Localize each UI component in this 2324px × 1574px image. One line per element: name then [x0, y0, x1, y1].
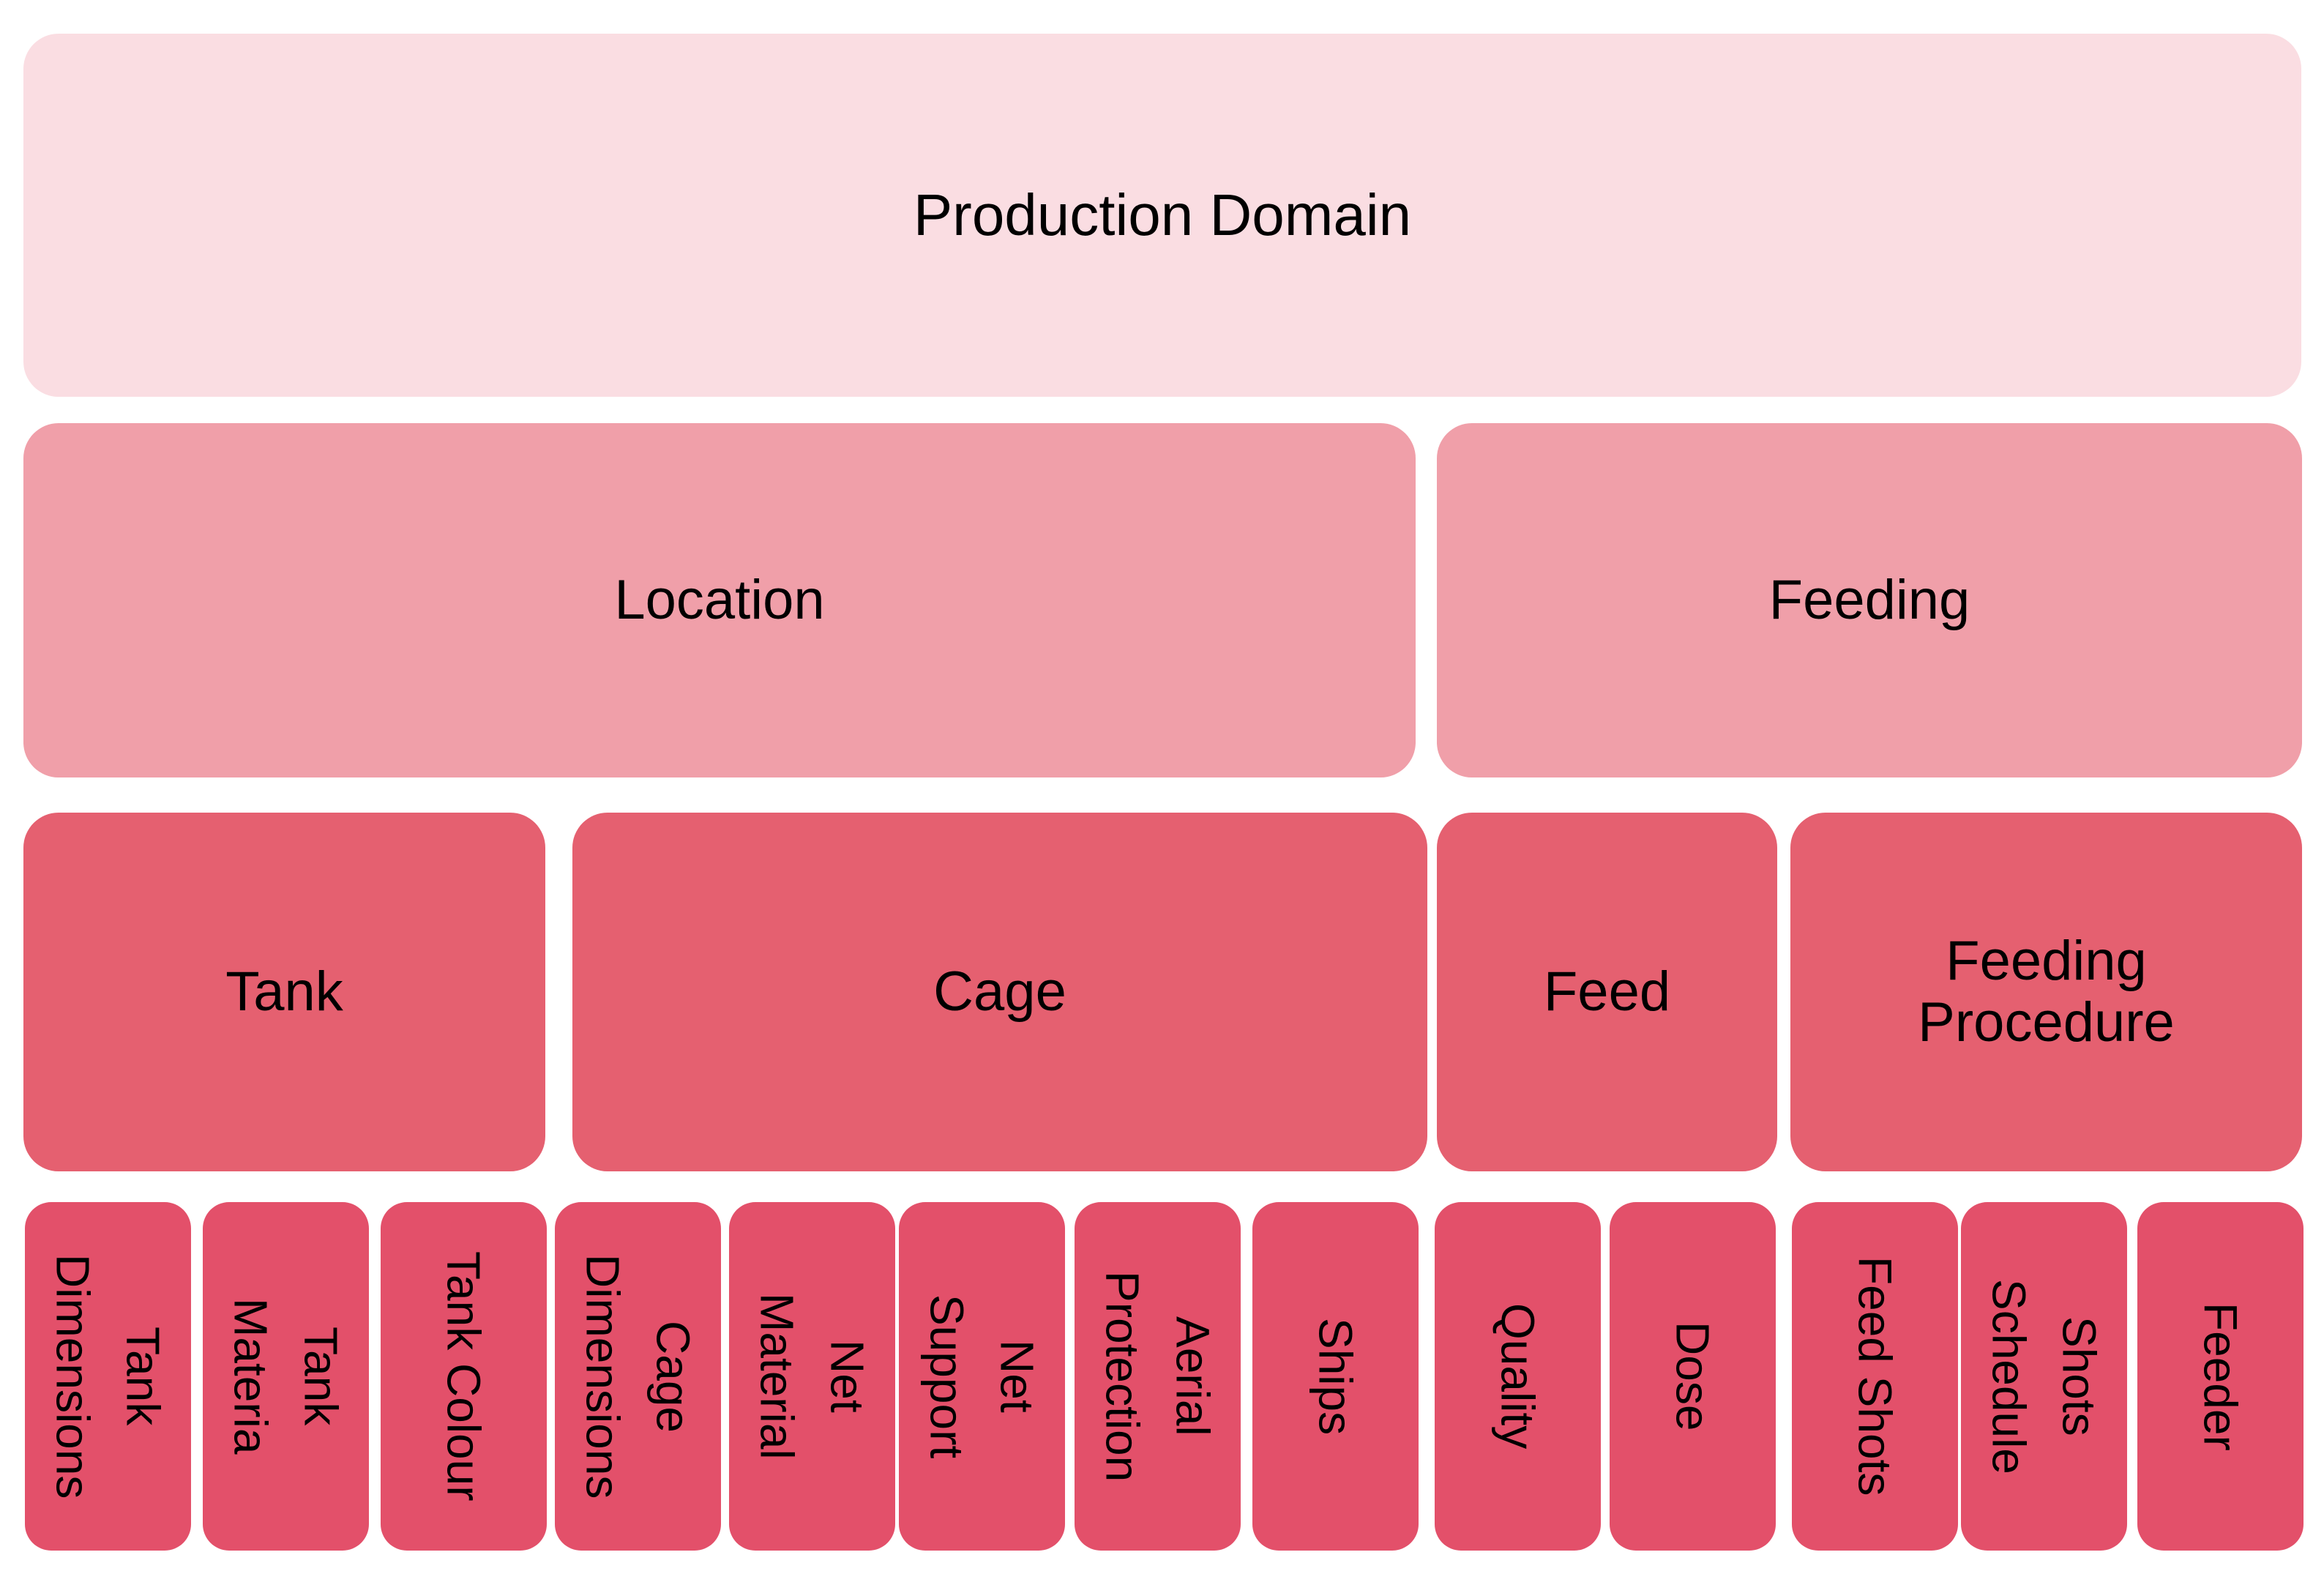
node-label: Quality	[1491, 1303, 1544, 1450]
node-label: Feeding Procedure	[1918, 930, 2175, 1053]
node-production-domain: Production Domain	[23, 34, 2301, 397]
node-label: Feed	[1543, 961, 1671, 1023]
node-cage: Cage	[572, 813, 1427, 1171]
node-label: Feeding	[1768, 569, 1970, 632]
node-dose: Dose	[1610, 1202, 1776, 1551]
node-quality: Quality	[1435, 1202, 1601, 1551]
node-location: Location	[23, 423, 1416, 777]
node-feeding: Feeding	[1437, 423, 2302, 777]
node-aerial-protection: Aerial Protection	[1075, 1202, 1241, 1551]
node-shots-schedule: Shots Schedule	[1961, 1202, 2127, 1551]
node-ships: Ships	[1252, 1202, 1419, 1551]
node-label: Net Material	[750, 1293, 874, 1460]
node-tank: Tank	[23, 813, 545, 1171]
node-label: Location	[614, 569, 825, 632]
node-feeding-procedure: Feeding Procedure	[1790, 813, 2302, 1171]
node-label: Ships	[1309, 1317, 1362, 1436]
node-feeder: Feeder	[2137, 1202, 2304, 1551]
node-label: Tank Dimensions	[46, 1253, 170, 1499]
node-label: Production Domain	[913, 182, 1412, 247]
node-label: Cage	[933, 961, 1066, 1023]
node-label: Net Support	[920, 1294, 1044, 1459]
node-feed-shots: Feed Shots	[1792, 1202, 1958, 1551]
node-tank-dimensions: Tank Dimensions	[25, 1202, 191, 1551]
node-tank-colour: Tank Colour	[381, 1202, 547, 1551]
node-label: Feeder	[2194, 1302, 2247, 1451]
node-cage-dimensions: Cage Dimensions	[555, 1202, 721, 1551]
node-feed: Feed	[1437, 813, 1777, 1171]
node-label: Cage Dimensions	[576, 1253, 700, 1499]
node-label: Tank Colour	[437, 1251, 490, 1502]
node-label: Shots Schedule	[1982, 1278, 2106, 1474]
node-label: Feed Shots	[1848, 1256, 1902, 1496]
node-label: Tank Materia	[224, 1298, 348, 1455]
node-label: Aerial Protection	[1096, 1270, 1219, 1482]
node-tank-materia: Tank Materia	[203, 1202, 369, 1551]
node-label: Tank	[225, 961, 343, 1023]
node-net-material: Net Material	[729, 1202, 895, 1551]
node-net-support: Net Support	[899, 1202, 1065, 1551]
node-label: Dose	[1666, 1321, 1719, 1431]
